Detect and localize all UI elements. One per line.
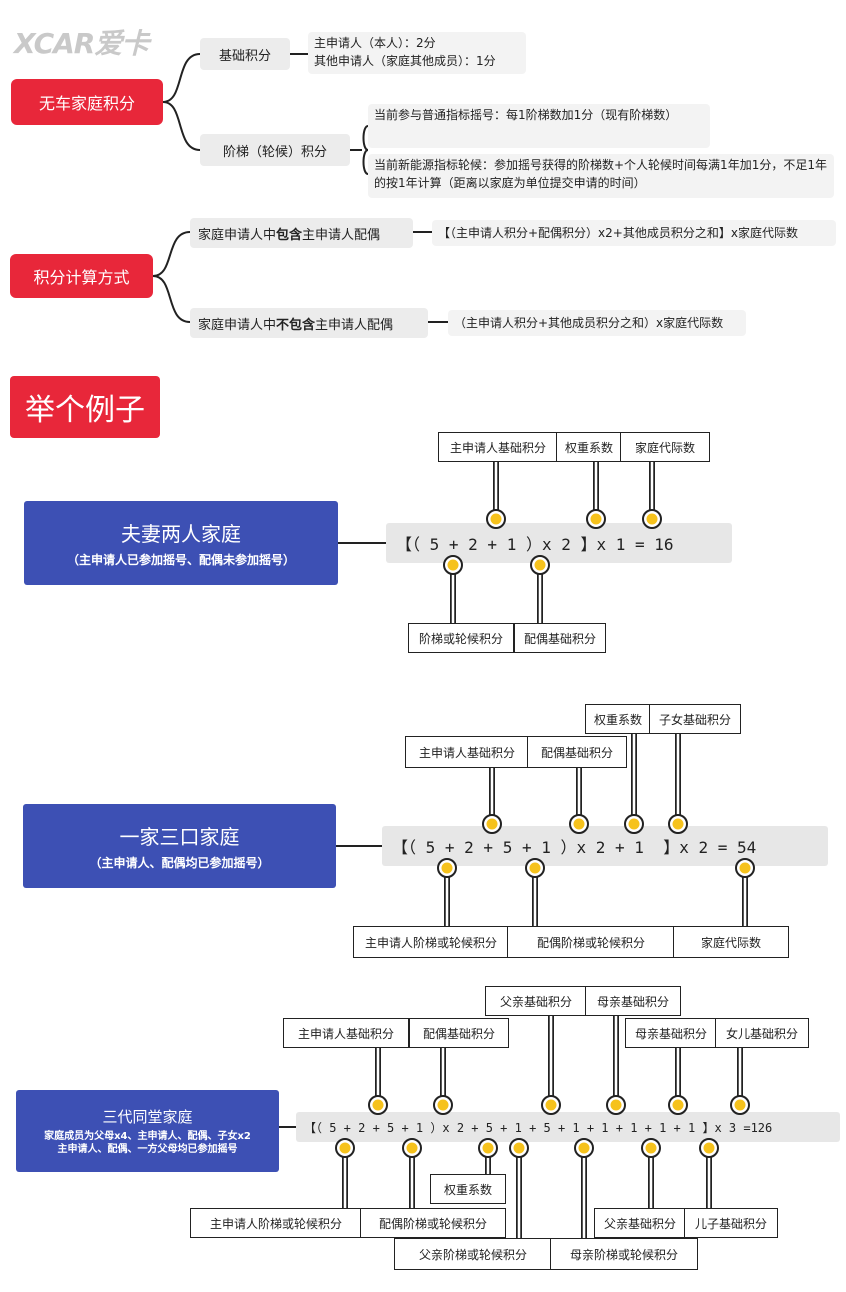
case1-subtitle: （主申请人已参加摇号、配偶未参加摇号） — [66, 553, 295, 567]
ladder-points-note-regular: 当前参与普通指标摇号：每1阶梯数加1分（现有阶梯数） — [368, 104, 710, 148]
basic-points-note: 主申请人（本人）：2分 其他申请人（家庭其他成员）：1分 — [308, 32, 526, 74]
case3-label-spouse-ladder: 配偶阶梯或轮候积分 — [360, 1208, 506, 1238]
without-spouse-label: 家庭申请人中不包含主申请人配偶 — [190, 308, 428, 338]
case2-label-child-basic: 子女基础积分 — [649, 704, 741, 734]
case1-label-spouse-basic: 配偶基础积分 — [514, 623, 606, 653]
leader-pin — [486, 462, 506, 529]
example-title: 举个例子 — [10, 376, 160, 438]
case3-box: 三代同堂家庭 家庭成员为父母x4、主申请人、配偶、子女x2 主申请人、配偶、一方… — [16, 1090, 279, 1172]
leader-pin — [735, 858, 755, 926]
ladder-points-label: 阶梯（轮候）积分 — [200, 134, 350, 166]
leader-pin — [335, 1138, 355, 1208]
leader-pin — [433, 1048, 453, 1115]
without-spouse-post: 主申请人配偶 — [315, 317, 394, 333]
without-spouse-formula: （主申请人积分+其他成员积分之和）x家庭代际数 — [448, 310, 746, 336]
leader-pin — [530, 555, 550, 623]
case2-label-spouse-basic: 配偶基础积分 — [527, 736, 627, 768]
leader-pin — [402, 1138, 422, 1208]
leader-pin — [574, 1138, 594, 1238]
leader-pin — [541, 1016, 561, 1115]
leader-pin — [368, 1048, 388, 1115]
leader-pin — [482, 768, 502, 834]
leader-pin — [443, 555, 463, 623]
case2-formula: 【（ 5 + 2 + 5 + 1 ）x 2 + 1 】x 2 = 54 — [382, 826, 828, 866]
case3-label-father-ladder: 父亲阶梯或轮候积分 — [394, 1238, 552, 1270]
no-car-family-points-title: 无车家庭积分 — [11, 79, 163, 125]
case3-label-father-basic: 父亲基础积分 — [485, 986, 587, 1016]
leader-pin — [606, 1016, 626, 1115]
with-spouse-pre: 家庭申请人中 — [198, 227, 277, 243]
ladder-points-note-new-energy: 当前新能源指标轮候：参加摇号获得的阶梯数+个人轮候时间每满1年加1分，不足1年的… — [368, 154, 834, 198]
case3-formula: 【（ 5 + 2 + 5 + 1 ）x 2 + 5 + 1 + 5 + 1 + … — [296, 1112, 840, 1142]
case2-box: 一家三口家庭 （主申请人、配偶均已参加摇号） — [23, 804, 336, 888]
leader-pin — [641, 1138, 661, 1208]
leader-pin — [642, 462, 662, 529]
case3-label-son-basic: 儿子基础积分 — [684, 1208, 778, 1238]
leader-pin — [525, 858, 545, 926]
case1-title: 夫妻两人家庭 — [121, 522, 241, 546]
case1-label-generations: 家庭代际数 — [620, 432, 710, 462]
leader-pin — [569, 768, 589, 834]
case2-label-main-ladder: 主申请人阶梯或轮候积分 — [353, 926, 509, 958]
case3-title: 三代同堂家庭 — [102, 1108, 193, 1126]
case3-subtitle-line1: 家庭成员为父母x4、主申请人、配偶、子女x2 — [44, 1131, 251, 1142]
leader-pin — [699, 1138, 719, 1208]
case3-label-father-basic-2: 父亲基础积分 — [594, 1208, 686, 1238]
case1-label-main-basic: 主申请人基础积分 — [438, 432, 558, 462]
leader-pin — [730, 1048, 750, 1115]
case2-label-main-basic: 主申请人基础积分 — [405, 736, 529, 768]
case3-label-weight: 权重系数 — [430, 1174, 506, 1204]
leader-pin — [668, 734, 688, 834]
leader-pin — [509, 1138, 529, 1238]
basic-points-label: 基础积分 — [200, 38, 290, 70]
case3-label-main-ladder: 主申请人阶梯或轮候积分 — [190, 1208, 362, 1238]
leader-pin — [624, 734, 644, 834]
case2-subtitle: （主申请人、配偶均已参加摇号） — [89, 856, 270, 870]
xcar-logo: XCAR爱卡 — [14, 27, 149, 60]
leader-pin — [668, 1048, 688, 1115]
case3-label-mother-basic-2: 母亲基础积分 — [625, 1018, 717, 1048]
basic-points-note-line2: 其他申请人（家庭其他成员）：1分 — [314, 54, 496, 68]
case1-formula: 【（ 5 + 2 + 1 ）x 2 】x 1 = 16 — [386, 523, 732, 563]
leader-pin — [437, 858, 457, 926]
case2-label-generations: 家庭代际数 — [673, 926, 789, 958]
case1-box: 夫妻两人家庭 （主申请人已参加摇号、配偶未参加摇号） — [24, 501, 338, 585]
with-spouse-label: 家庭申请人中包含主申请人配偶 — [190, 218, 413, 248]
case3-label-daughter-basic: 女儿基础积分 — [715, 1018, 809, 1048]
case1-label-ladder: 阶梯或轮候积分 — [408, 623, 514, 653]
basic-points-note-line1: 主申请人（本人）：2分 — [314, 36, 436, 50]
case3-subtitle-line2: 主申请人、配偶、一方父母均已参加摇号 — [57, 1144, 238, 1155]
leader-pin — [478, 1138, 498, 1174]
with-spouse-post: 主申请人配偶 — [302, 227, 381, 243]
case1-label-weight: 权重系数 — [556, 432, 622, 462]
points-calculation-title: 积分计算方式 — [10, 254, 153, 298]
without-spouse-pre: 家庭申请人中 — [198, 317, 277, 333]
leader-pin — [586, 462, 606, 529]
case3-label-main-basic: 主申请人基础积分 — [283, 1018, 409, 1048]
without-spouse-bold: 不包含 — [276, 317, 316, 333]
case3-label-mother-ladder: 母亲阶梯或轮候积分 — [550, 1238, 698, 1270]
case3-label-spouse-basic: 配偶基础积分 — [409, 1018, 509, 1048]
case2-title: 一家三口家庭 — [119, 825, 240, 849]
with-spouse-bold: 包含 — [276, 227, 303, 243]
case2-label-weight: 权重系数 — [585, 704, 651, 734]
with-spouse-formula: 【（主申请人积分+配偶积分）x2+其他成员积分之和】x家庭代际数 — [432, 220, 836, 246]
case3-label-mother-basic: 母亲基础积分 — [585, 986, 681, 1016]
case2-label-spouse-ladder: 配偶阶梯或轮候积分 — [507, 926, 675, 958]
